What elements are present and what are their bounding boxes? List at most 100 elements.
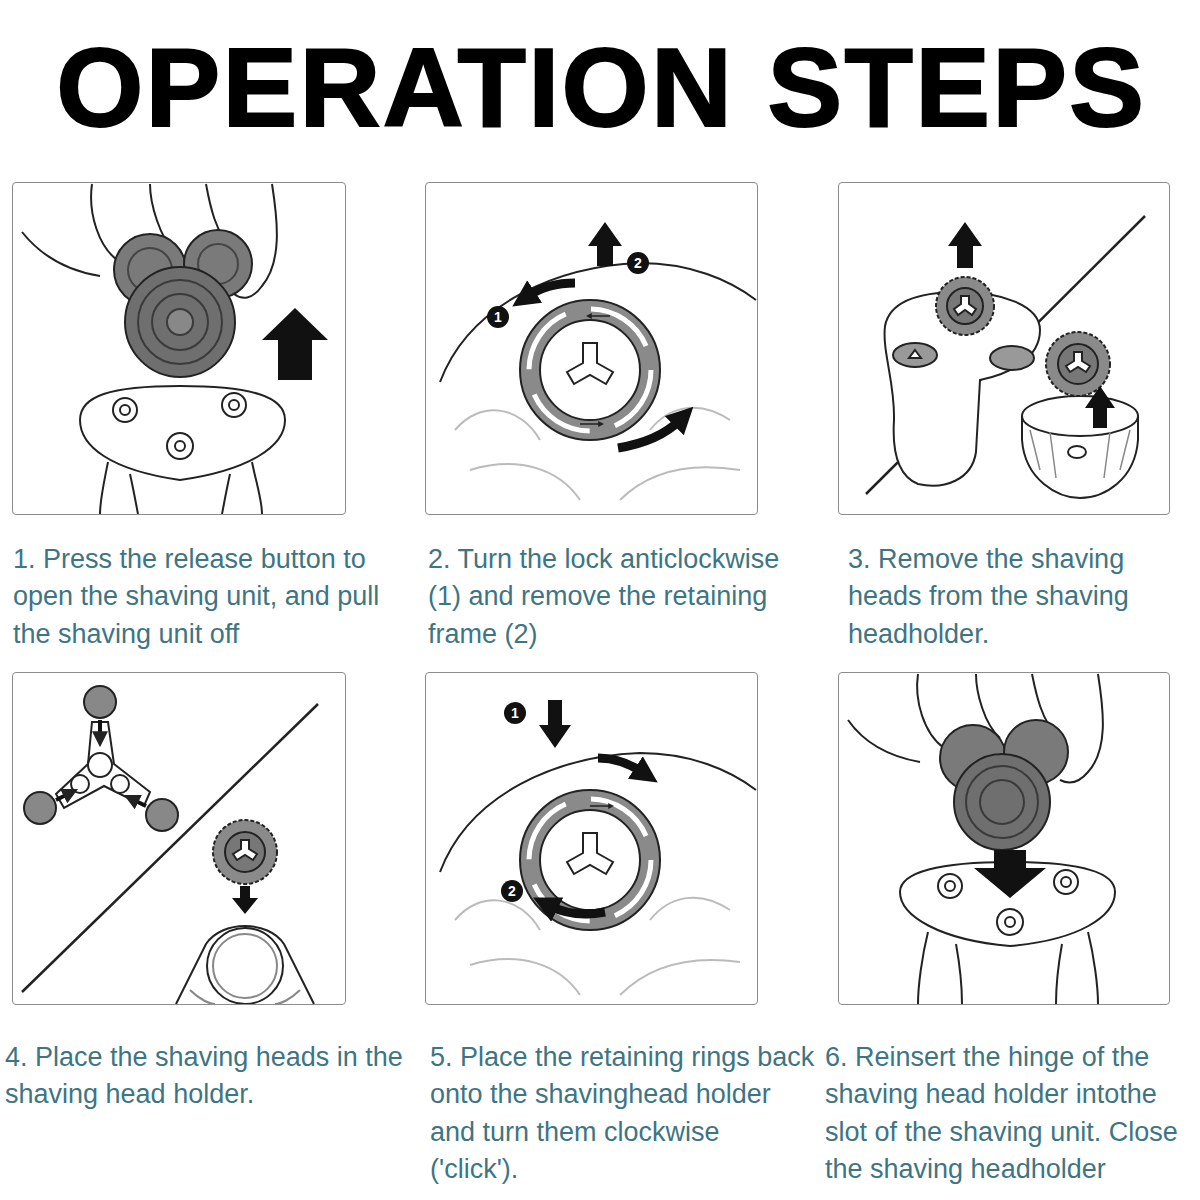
retaining-ring-unlock-part [528, 283, 575, 296]
shaving-head-removal-part [1085, 386, 1115, 428]
shaver-unit-reinsert-part [1060, 674, 1103, 782]
shaver-unit-removal-part [138, 280, 222, 364]
shaver-unit-removal-part [252, 462, 262, 514]
callout-circle: 1 [487, 306, 509, 328]
shaving-head-removal-part [947, 288, 983, 324]
head-holder-placement-part [213, 934, 277, 998]
step-caption: 6. Reinsert the hinge of the shaving hea… [825, 1039, 1196, 1188]
shaving-head-removal-part [1022, 396, 1138, 436]
head-holder-placement-part [207, 928, 283, 1004]
callout-number: 1 [487, 306, 509, 328]
head-holder-placement [22, 686, 318, 1004]
retaining-ring-lock-part [470, 959, 580, 995]
head-holder-placement-part [111, 775, 129, 793]
head-holder-placement-part [71, 775, 89, 793]
shaver-unit-reinsert-part [918, 932, 928, 1004]
head-holder-placement-part [56, 722, 150, 808]
shaver-unit-reinsert-part [954, 754, 1050, 850]
retaining-ring-unlock-part [520, 300, 660, 440]
head-holder-placement-part [56, 794, 68, 800]
head-holder-placement-part [134, 800, 146, 806]
head-holder-placement-part [225, 832, 265, 872]
shaver-unit-removal-part [91, 184, 120, 262]
shaving-head-removal-part [954, 296, 976, 315]
shaver-unit-reinsert-part [938, 874, 962, 898]
shaver-unit-reinsert-part [848, 720, 920, 762]
shaving-head-removal-part [990, 346, 1034, 370]
retaining-ring-unlock-part [590, 315, 610, 317]
shaver-unit-removal-part [175, 441, 185, 451]
shaver-unit-reinsert-part [917, 674, 944, 748]
head-holder-placement-part [84, 686, 116, 718]
head-holder-placement-part [88, 753, 112, 777]
shaving-head-removal-part [909, 350, 921, 358]
retaining-ring-lock-part [529, 799, 651, 921]
step-caption: 1. Press the release button to open the … [13, 541, 413, 653]
retaining-ring-unlock-part [588, 222, 622, 266]
retaining-ring-unlock-part [540, 320, 640, 420]
shaver-unit-removal-part [100, 462, 108, 514]
head-holder-placement-part [213, 820, 277, 884]
shaver-unit-reinsert-part [980, 780, 1024, 824]
retaining-ring-lock-part [540, 810, 640, 910]
retaining-ring-unlock-part [620, 467, 740, 500]
callout-circle: 2 [501, 880, 523, 902]
step-panel: 3. Remove the shaving heads from the sha… [838, 182, 1170, 515]
shaver-unit-reinsert-part [1054, 870, 1078, 894]
shaving-head-removal-part [948, 222, 982, 268]
head-holder-placement-part [98, 720, 102, 736]
shaving-head-removal-part [1066, 352, 1090, 372]
shaving-head-removal-part [1068, 446, 1086, 458]
shaver-unit-removal-part [125, 267, 235, 377]
retaining-ring-unlock-part [529, 309, 651, 431]
shaver-unit-reinsert-part [974, 850, 1046, 898]
shaver-unit-reinsert [848, 674, 1115, 1004]
shaving-head-removal [866, 216, 1145, 498]
shaver-unit-removal-part [222, 393, 246, 417]
step-panel: 5. Place the retaining rings back onto t… [425, 672, 758, 1005]
step-caption: 2. Turn the lock anticlockwise (1) and r… [428, 541, 813, 653]
retaining-ring-lock [440, 700, 756, 995]
retaining-ring-lock-part [520, 790, 660, 930]
head-holder-placement-part [24, 792, 56, 824]
retaining-ring-unlock-part [470, 464, 580, 500]
shaver-unit-removal-part [229, 400, 239, 410]
retaining-ring-lock-part [455, 900, 540, 930]
shaving-head-removal-part [1058, 344, 1098, 384]
head-holder-placement-part [146, 799, 178, 831]
retaining-ring-lock-part [598, 758, 642, 772]
shaver-unit-reinsert-part [966, 766, 1038, 838]
retaining-ring-unlock-part [455, 410, 540, 440]
step-caption: 3. Remove the shaving heads from the sha… [848, 541, 1196, 653]
callout-number: 2 [627, 252, 649, 274]
retaining-ring-unlock [440, 222, 756, 500]
shaver-unit-removal-part [22, 232, 100, 276]
shaver-unit-reinsert-part [956, 944, 962, 1004]
step-panel: 4. Place the shaving heads in the shavin… [12, 672, 346, 1005]
shaver-unit-removal-part [167, 433, 193, 459]
head-holder-placement-part [176, 926, 314, 1004]
shaver-unit-reinsert-part [1088, 932, 1098, 1004]
shaver-unit-removal-part [130, 474, 138, 514]
callout-circle: 1 [504, 702, 526, 724]
page-title: OPERATION STEPS [56, 32, 1146, 144]
retaining-ring-lock-part [550, 906, 605, 914]
head-holder-placement-part [233, 840, 257, 860]
step-caption: 4. Place the shaving heads in the shavin… [5, 1039, 405, 1114]
head-holder-placement-part [190, 990, 300, 1004]
retaining-ring-lock-part [590, 805, 610, 807]
retaining-ring-lock-part [567, 833, 613, 874]
shaver-unit-removal-part [152, 294, 208, 350]
shaver-unit-reinsert-part [1005, 917, 1015, 927]
shaving-head-removal-part [1046, 332, 1110, 396]
shaver-unit-removal [22, 184, 328, 514]
retaining-ring-unlock-part [618, 420, 680, 448]
step-caption: 5. Place the retaining rings back onto t… [430, 1039, 815, 1188]
shaver-unit-reinsert-part [945, 881, 955, 891]
shaving-head-removal-part [866, 216, 1145, 494]
callout-number: 2 [501, 880, 523, 902]
shaver-unit-reinsert-part [1061, 877, 1071, 887]
retaining-ring-unlock-part [650, 408, 730, 430]
shaver-unit-reinsert-part [1056, 944, 1062, 1004]
